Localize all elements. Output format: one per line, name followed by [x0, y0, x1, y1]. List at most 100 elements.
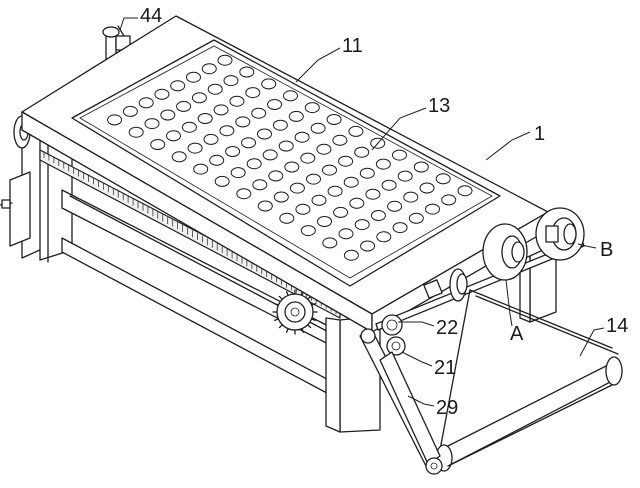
perforation-hole: [343, 249, 359, 261]
label-14: 14: [606, 315, 628, 337]
perforation-hole: [209, 154, 225, 166]
gear-tooth: [310, 318, 316, 322]
perforation-hole: [122, 105, 138, 117]
perforation-hole: [150, 139, 166, 150]
perforation-hole: [278, 140, 294, 152]
conveyor-belt-14: [435, 289, 623, 472]
perforation-hole: [166, 130, 181, 142]
perforation-hole: [193, 163, 209, 175]
perforation-hole: [223, 75, 239, 87]
perforation-hole: [154, 88, 170, 100]
perforation-hole: [171, 151, 187, 163]
perforation-hole: [262, 149, 278, 161]
perforation-hole: [284, 161, 300, 173]
perforation-hole: [322, 164, 337, 176]
label-B: B: [600, 239, 613, 261]
perforation-hole: [257, 200, 273, 212]
perforation-hole: [214, 175, 230, 187]
perforation-hole: [387, 200, 403, 212]
perforation-hole: [310, 122, 326, 134]
small-gear-21: [386, 336, 406, 356]
perforation-hole: [294, 131, 310, 143]
leader-lines: [119, 17, 605, 407]
perforation-hole: [403, 191, 419, 203]
perforation-hole: [435, 173, 451, 185]
perforation-hole: [306, 173, 321, 185]
perforation-hole: [138, 97, 154, 109]
perforation-hole: [272, 119, 288, 131]
gear-tooth: [307, 324, 312, 329]
label-11: 11: [342, 35, 363, 57]
perforation-hole: [261, 78, 277, 90]
gear-tooth: [310, 302, 316, 306]
gear-tooth: [285, 291, 289, 297]
label-29: 29: [436, 397, 458, 419]
perforation-hole: [225, 146, 241, 157]
perforation-hole: [217, 54, 233, 66]
perforation-hole: [191, 92, 207, 104]
perforation-hole: [457, 185, 473, 197]
gear-tooth: [278, 324, 283, 329]
perforation-hole: [170, 80, 186, 92]
perforation-hole: [176, 100, 192, 112]
small-gear-22: [381, 314, 403, 336]
perforation-hole: [376, 231, 392, 243]
perforation-hole: [288, 110, 304, 122]
perforation-hole: [408, 212, 424, 224]
perforation-hole: [267, 99, 283, 110]
gear-tooth: [301, 327, 305, 333]
perforation-hole: [311, 194, 327, 206]
perforation-hole: [187, 142, 203, 154]
perforation-hole: [317, 216, 332, 227]
perforation-hole: [283, 90, 298, 102]
perforation-hole: [354, 219, 370, 231]
label-21: 21: [434, 357, 456, 379]
perforation-hole: [348, 125, 364, 137]
perforation-hole: [359, 167, 375, 179]
perforation-hole: [375, 158, 391, 170]
perforation-hole: [203, 133, 219, 145]
perforation-hole: [425, 203, 440, 215]
perforation-hole: [338, 228, 354, 240]
detail-circle-A: [482, 223, 528, 281]
perforation-hole: [327, 185, 343, 197]
perforation-hole: [246, 158, 262, 170]
label-13: 13: [428, 95, 450, 117]
post-44: [102, 25, 131, 71]
perforation-hole: [241, 137, 256, 149]
perforation-hole: [235, 116, 251, 128]
gear-tooth: [285, 327, 289, 333]
detail-circle-B: [535, 207, 585, 261]
perforated-table: [21, 15, 549, 333]
coupling-1: [423, 279, 443, 299]
coupling-2: [449, 268, 468, 302]
perforation-hole: [397, 170, 413, 182]
perforation-hole: [316, 143, 332, 155]
perforation-holes: [107, 54, 473, 261]
perforation-hole: [201, 63, 217, 75]
perforation-hole: [338, 155, 354, 167]
perforation-hole: [251, 107, 267, 119]
label-44: 44: [140, 5, 162, 27]
perforation-hole: [392, 149, 407, 161]
link-arm-29: [359, 328, 443, 475]
label-A: A: [510, 323, 524, 345]
perforation-hole: [365, 188, 381, 200]
perforation-hole: [332, 134, 348, 146]
perforation-hole: [213, 104, 229, 116]
perforation-hole: [289, 182, 305, 194]
perforation-hole: [268, 170, 284, 182]
perforation-hole: [304, 102, 320, 114]
drive-gear: [272, 289, 318, 335]
perforation-hole: [197, 113, 213, 124]
perforation-hole: [279, 212, 295, 224]
perforation-hole: [392, 222, 408, 234]
perforation-hole: [245, 87, 261, 99]
label-22: 22: [436, 317, 458, 339]
perforation-hole: [370, 210, 386, 221]
perforation-hole: [128, 126, 144, 138]
perforation-hole: [441, 194, 457, 206]
perforation-hole: [343, 176, 359, 188]
perforation-hole: [300, 152, 316, 164]
